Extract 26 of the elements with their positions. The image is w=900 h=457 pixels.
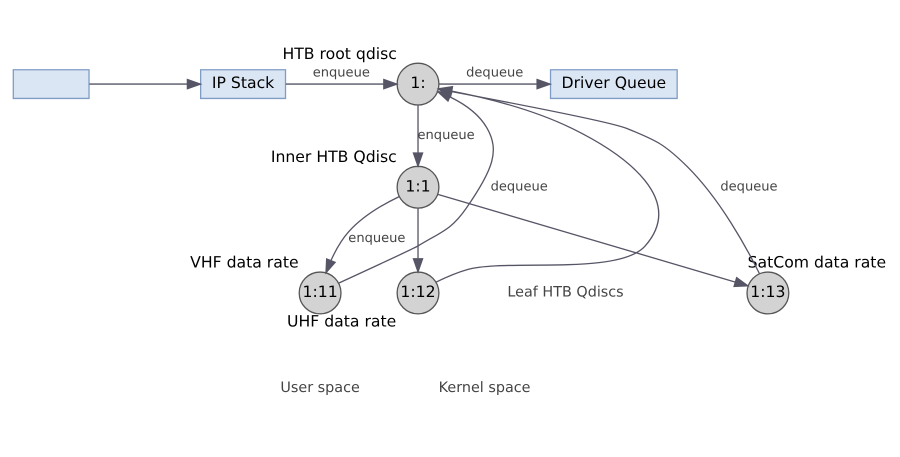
label: User space (280, 379, 360, 396)
edge-label: enqueue (348, 230, 406, 246)
label: Kernel space (438, 379, 531, 396)
arrow (286, 78, 399, 90)
arrow (438, 193, 750, 287)
edge-label: dequeue (720, 178, 778, 194)
node-box: IP Stack (200, 68, 286, 99)
edge-label: enqueue (312, 64, 370, 80)
node-label: VHF data rate (190, 252, 299, 272)
arrow (438, 78, 552, 90)
edge-label: dequeue (466, 64, 524, 80)
arrow (412, 104, 424, 168)
node-circle: 1:1 (396, 165, 440, 208)
node-box (12, 68, 90, 99)
node-label: Inner HTB Qdisc (270, 146, 397, 166)
edge-label: dequeue (490, 178, 548, 194)
node-box: Driver Queue (550, 68, 678, 99)
node-label: HTB root qdisc (282, 43, 397, 62)
arrow (89, 78, 202, 90)
node-circle: 1:13 (746, 270, 790, 314)
node-circle: 1:12 (396, 270, 440, 314)
arrow (325, 196, 400, 274)
node-circle: 1: (396, 62, 440, 106)
label: Leaf HTB Qdiscs (507, 284, 624, 300)
node-circle: 1:11 (298, 270, 342, 314)
arrow (412, 208, 424, 274)
